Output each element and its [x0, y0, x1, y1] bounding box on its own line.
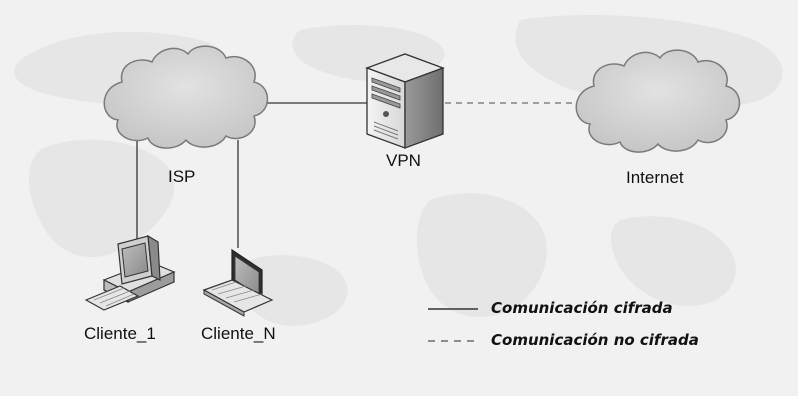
server-tower-icon — [365, 53, 445, 149]
legend-encrypted-label: Comunicación cifrada — [491, 299, 673, 317]
laptop-icon — [202, 248, 274, 317]
internet-label: Internet — [626, 168, 684, 187]
vpn-label: VPN — [386, 151, 421, 170]
client-1-label: Cliente_1 — [84, 324, 156, 343]
client-n-label: Cliente_N — [201, 324, 276, 343]
desktop-computer-icon — [84, 234, 176, 311]
connection-lines — [136, 102, 585, 248]
legend-lines — [428, 308, 478, 342]
legend-unencrypted-label: Comunicación no cifrada — [491, 331, 699, 349]
internet-cloud-icon — [575, 49, 741, 153]
isp-cloud-icon — [103, 45, 269, 149]
isp-label: ISP — [168, 167, 196, 186]
